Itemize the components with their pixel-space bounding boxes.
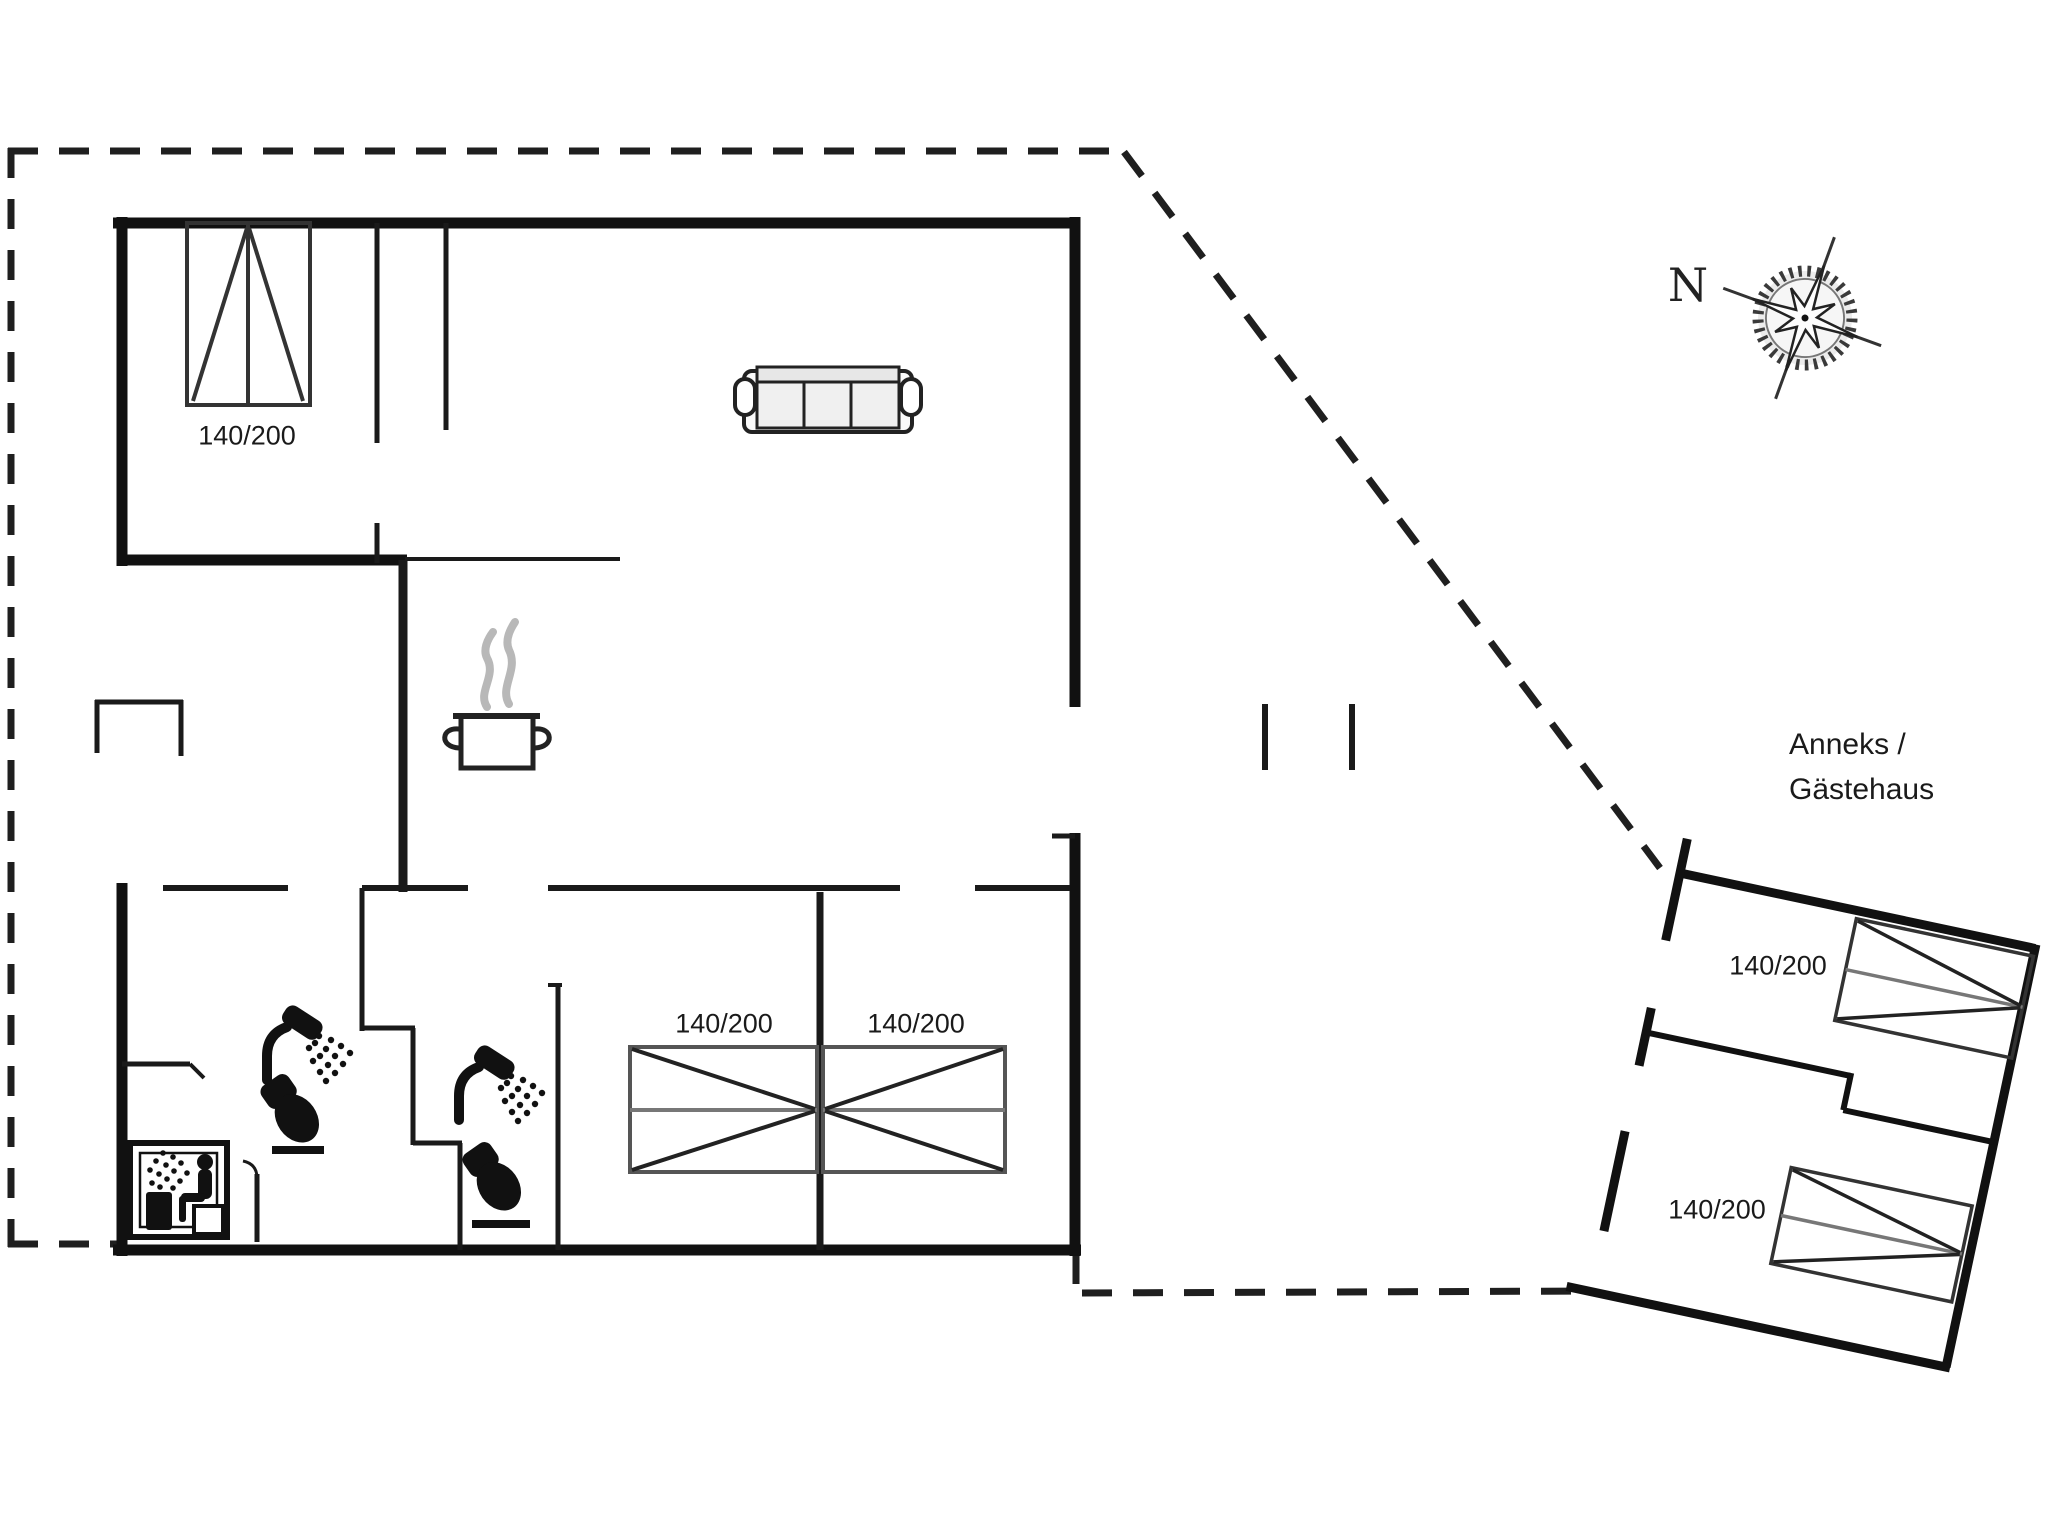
double-bed-icon (821, 1045, 1007, 1174)
bed-size-label: 140/200 (198, 420, 296, 451)
bed-size-label: 140/200 (1668, 1194, 1766, 1225)
annex-title: Anneks / Gästehaus (1789, 722, 1934, 812)
sauna-icon (127, 1140, 230, 1240)
bed-size-label: 140/200 (675, 1008, 773, 1039)
annex-bed-icon (1768, 1165, 1975, 1304)
double-bed-icon (628, 1045, 819, 1174)
bed-size-label: 140/200 (1729, 950, 1827, 981)
chimney-niche (94, 699, 184, 756)
shower-icon (459, 1042, 545, 1124)
master-bed-icon (185, 221, 312, 407)
annex-title-line2: Gästehaus (1789, 773, 1935, 806)
property-boundary (7, 147, 1663, 1297)
terrace-markers (1262, 704, 1355, 770)
annex-walls (1565, 837, 2041, 1373)
north-label: N (1667, 258, 1709, 312)
bed-size-label: 140/200 (867, 1008, 965, 1039)
toilet-icon (456, 1137, 531, 1228)
annex-bed-icon (1832, 916, 2036, 1061)
shower-icon (267, 1002, 353, 1084)
main-house-interior-walls (122, 223, 1075, 1250)
cooking-pot-icon (442, 713, 552, 771)
steam-icon (480, 618, 519, 711)
sofa-icon (733, 365, 923, 434)
annex-building (1565, 837, 2041, 1373)
toilet-icon (254, 1069, 329, 1154)
compass-rose-icon (1722, 236, 1882, 400)
main-house-outer-walls (113, 217, 1081, 1256)
annex-title-line1: Anneks / (1789, 728, 1906, 761)
